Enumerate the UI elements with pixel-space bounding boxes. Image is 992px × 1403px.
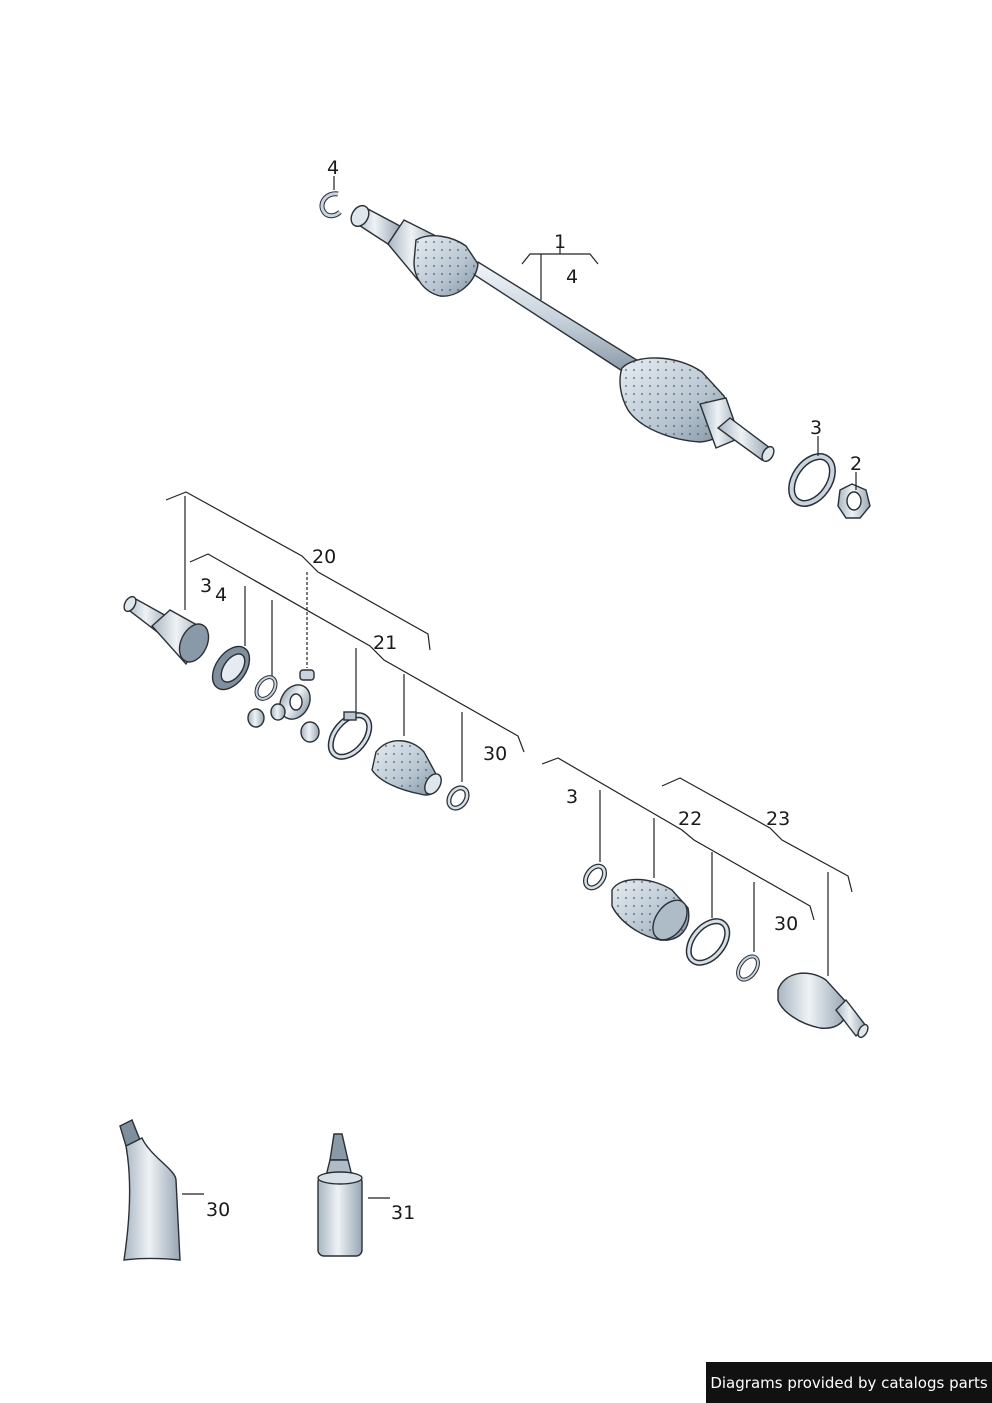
grease-tube [119,1119,181,1261]
outer-large-clamp [685,918,731,966]
inner-joint-parts [123,595,470,811]
inner-boot [413,235,479,297]
boot-clamp-large [327,711,373,760]
circlip-top [319,191,342,219]
tripod-spider [247,669,320,743]
callout-grease-tube: 30 [206,1199,230,1221]
callout-outer-boot-kit: 22 [678,808,702,830]
outer-joint-stub [699,397,775,463]
callout-joint-kit-b: 4 [215,584,227,606]
callout-top-ring: 4 [327,157,339,179]
sealant-bottle [317,1133,363,1257]
callout-main-shaft-sub: 4 [566,266,578,288]
outer-small-clamp [582,863,608,891]
callout-outer-clip: 3 [566,786,578,808]
callout-sealant-bottle: 31 [391,1202,415,1224]
outer-boot-loose [611,878,690,941]
drive-shaft-assembly [350,204,775,463]
outer-circlip [736,954,760,982]
drive-shaft-bar [468,261,642,377]
callout-joint-kit-a: 3 [200,575,212,597]
callout-main-shaft: 1 [554,231,566,253]
callout-boot-kit: 21 [373,632,397,654]
washer [788,453,836,507]
snap-ring [254,675,278,701]
boot-clamp-small [446,785,470,811]
hex-nut [837,483,871,519]
callout-outer-grease: 30 [774,913,798,935]
outer-cv-joint [777,972,869,1039]
inner-joint-cup [151,609,210,666]
credit-banner: Diagrams provided by catalogs parts [706,1362,992,1403]
outer-joint-parts [582,863,869,1039]
callout-outer-joint: 23 [766,808,790,830]
callout-joint-kit: 20 [312,546,336,568]
callout-boot-kit-grease: 30 [483,743,507,765]
leader-lines [165,176,857,1199]
inner-spline-stub [350,204,402,245]
inner-boot-loose [371,740,442,796]
callout-labels: 4 1 4 3 2 20 3 4 21 30 3 22 23 30 30 31 [200,157,862,1224]
callout-nut: 2 [850,453,862,475]
joint-seal-ring [211,645,251,691]
callout-washer: 3 [810,417,822,439]
outer-boot [619,357,730,443]
